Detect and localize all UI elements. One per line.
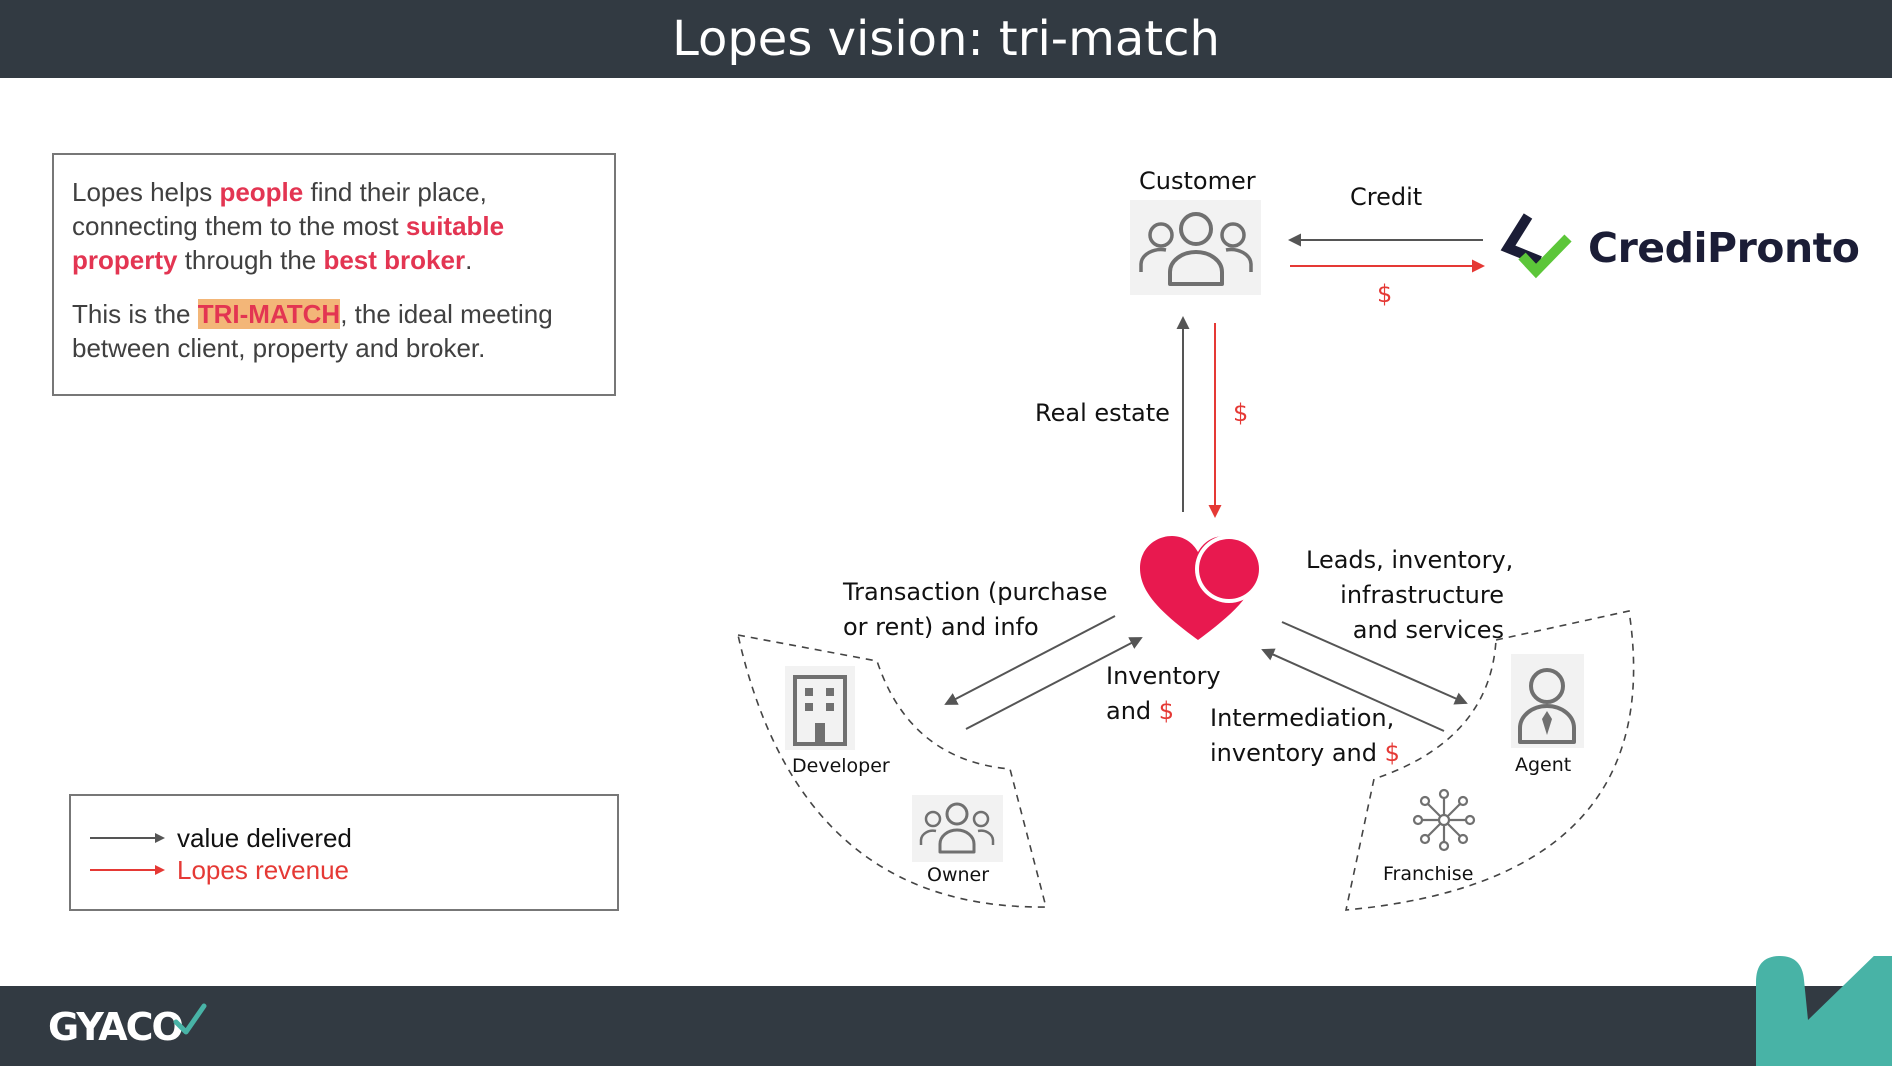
- intro-highlight: people: [219, 177, 304, 207]
- intermediation-arrow: [1261, 648, 1445, 732]
- supply-side-dashed-region: [736, 633, 1048, 908]
- credipronto-logo-text: CrediPronto: [1588, 224, 1860, 272]
- gyaco-logo-text: GYACO: [48, 1005, 183, 1049]
- transaction-label-line-1: Transaction (purchase: [843, 578, 1108, 606]
- gyaco-check-icon: [173, 1003, 207, 1035]
- franchise-network-icon: [1412, 788, 1476, 852]
- legend-value-label: value delivered: [177, 823, 352, 853]
- intro-text-box: Lopes helps people find their place, con…: [52, 153, 616, 396]
- teal-corner-check-icon: [1756, 956, 1892, 1066]
- leads-label-line-3: and services: [1352, 616, 1504, 644]
- credipronto-check-icon: [1500, 213, 1572, 279]
- leads-arrow: [1281, 621, 1468, 705]
- intro-text: This is the: [72, 299, 198, 329]
- inventory-label-line-2: and $: [1106, 697, 1175, 725]
- intro-paragraph-1: Lopes helps people find their place, con…: [72, 175, 596, 277]
- developer-label: Developer: [792, 755, 890, 777]
- intermediation-label-line-2: inventory and $: [1210, 739, 1400, 767]
- intro-text: through the: [177, 245, 324, 275]
- agent-icon: [1511, 654, 1584, 748]
- inventory-arrow: [965, 637, 1143, 730]
- credit-label: Credit: [1350, 183, 1423, 211]
- transaction-label-line-2: or rent) and info: [843, 613, 1039, 641]
- inventory-label-line-1: Inventory: [1106, 662, 1221, 690]
- intro-highlight: best broker: [323, 245, 466, 275]
- customer-icon: [1130, 200, 1261, 295]
- broker-side-dashed-region: [1344, 610, 1635, 911]
- owner-people-icon: [912, 795, 1003, 862]
- legend-arrows: [90, 833, 165, 875]
- leads-label-line-2: infrastructure: [1340, 581, 1504, 609]
- transaction-arrow: [944, 615, 1116, 705]
- franchise-label: Franchise: [1383, 863, 1474, 885]
- owner-label: Owner: [927, 864, 990, 886]
- intro-text: , the ideal meeting between client, prop…: [72, 299, 553, 363]
- header-bar: [0, 0, 1892, 78]
- legend-revenue-label: Lopes revenue: [177, 855, 350, 885]
- gyaco-logo: GYACO: [48, 1003, 207, 1049]
- intro-highlight: suitable property: [72, 211, 505, 275]
- real-estate-label: Real estate: [1035, 399, 1170, 427]
- footer-bar: [0, 986, 1892, 1066]
- intermediation-label-line-1: Intermediation,: [1210, 704, 1395, 732]
- slide-title: Lopes vision: tri-match: [672, 11, 1220, 67]
- intro-paragraph-2: This is the TRI-MATCH, the ideal meeting…: [72, 297, 596, 365]
- lopes-heart-icon: [1140, 535, 1263, 640]
- legend-box: value delivered Lopes revenue: [69, 794, 619, 911]
- intro-text: .: [465, 245, 473, 275]
- building-icon: [785, 666, 855, 750]
- credit-revenue-label: $: [1377, 280, 1393, 308]
- agent-label: Agent: [1515, 754, 1572, 776]
- intro-text: Lopes helps: [72, 177, 220, 207]
- customer-revenue-label: $: [1233, 399, 1249, 427]
- tri-match-tag: TRI-MATCH: [197, 299, 341, 329]
- leads-label-line-1: Leads, inventory,: [1306, 546, 1514, 574]
- intro-text: find their place, connecting them to the…: [72, 177, 487, 241]
- customer-label: Customer: [1139, 167, 1256, 195]
